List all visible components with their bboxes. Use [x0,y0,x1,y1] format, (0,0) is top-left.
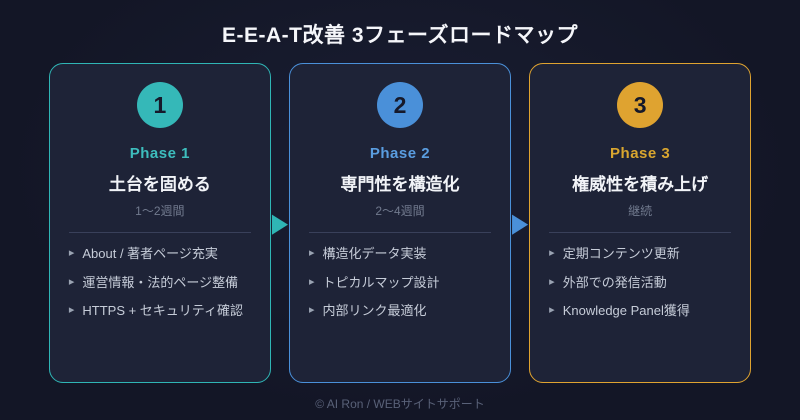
phases-row: 1 Phase 1 土台を固める 1〜2週間 ▸ About / 著者ページ充実… [0,63,800,383]
triangle-bullet-icon: ▸ [309,247,315,259]
triangle-bullet-icon: ▸ [68,304,75,317]
phase-2-card: 2 Phase 2 専門性を構造化 2〜4週間 ▸ 構造化データ実装 ▸ トピカ… [289,63,511,383]
phase-2-number-badge: 2 [377,82,423,128]
list-item-label: About / 著者ページ充実 [82,246,218,261]
triangle-bullet-icon: ▸ [549,247,555,259]
triangle-bullet-icon: ▸ [309,275,315,288]
list-item-label: 運営情報・法的ページ整備 [82,274,239,290]
arrow-right-icon: ▶ [271,208,288,238]
triangle-bullet-icon: ▸ [549,275,555,288]
list-item: ▸ トピカルマップ設計 [309,275,491,291]
divider [549,232,732,233]
triangle-bullet-icon: ▸ [549,304,555,317]
divider [68,232,251,233]
list-item: ▸ 内部リンク最適化 [309,303,491,319]
list-item-label: 外部での発信活動 [562,274,667,290]
list-item: ▸ 構造化データ実装 [309,246,491,262]
phase-2-duration: 2〜4週間 [375,204,425,218]
phase-1-number-badge: 1 [136,82,183,128]
list-item: ▸ Knowledge Panel獲得 [549,303,731,319]
phase-3-item-list: ▸ 定期コンテンツ更新 ▸ 外部での発信活動 ▸ Knowledge Panel… [549,246,731,332]
phase-1-item-list: ▸ About / 著者ページ充実 ▸ 運営情報・法的ページ整備 ▸ HTTPS… [69,246,251,332]
list-item-label: 構造化データ実装 [322,246,427,261]
phase-3-title: 権威性を積み上げ [572,175,709,194]
list-item-label: HTTPS + セキュリティ確認 [82,303,244,319]
phase-3-card: 3 Phase 3 権威性を積み上げ 継続 ▸ 定期コンテンツ更新 ▸ 外部での… [529,63,752,383]
list-item-label: 定期コンテンツ更新 [562,246,680,261]
list-item-label: Knowledge Panel獲得 [562,303,690,319]
phase-1-label: Phase 1 [129,145,190,162]
copyright-footer: © AI Ron / WEBサイトサポート [315,397,485,411]
phase-1-duration: 1〜2週間 [135,204,185,218]
list-item: ▸ HTTPS + セキュリティ確認 [69,303,251,319]
phase-3-label: Phase 3 [610,145,671,162]
page-title: E-E-A-T改善 3フェーズロードマップ [222,24,578,47]
phase-3-number-badge: 3 [617,82,664,128]
phase-2-item-list: ▸ 構造化データ実装 ▸ トピカルマップ設計 ▸ 内部リンク最適化 [309,246,491,332]
list-item-label: トピカルマップ設計 [322,274,440,290]
divider [309,232,491,233]
triangle-bullet-icon: ▸ [68,247,75,259]
list-item-label: 内部リンク最適化 [322,303,427,319]
list-item: ▸ About / 著者ページ充実 [69,246,251,262]
triangle-bullet-icon: ▸ [68,275,75,288]
list-item: ▸ 外部での発信活動 [549,275,731,291]
phase-2-title: 専門性を構造化 [340,175,460,194]
phase-3-duration: 継続 [628,204,653,218]
phase-1-title: 土台を固める [108,175,211,194]
phase-1-card: 1 Phase 1 土台を固める 1〜2週間 ▸ About / 著者ページ充実… [48,63,271,383]
list-item: ▸ 定期コンテンツ更新 [549,246,731,262]
list-item: ▸ 運営情報・法的ページ整備 [69,275,251,291]
triangle-bullet-icon: ▸ [309,304,315,317]
arrow-right-icon: ▶ [512,208,529,238]
phase-2-label: Phase 2 [369,145,431,162]
